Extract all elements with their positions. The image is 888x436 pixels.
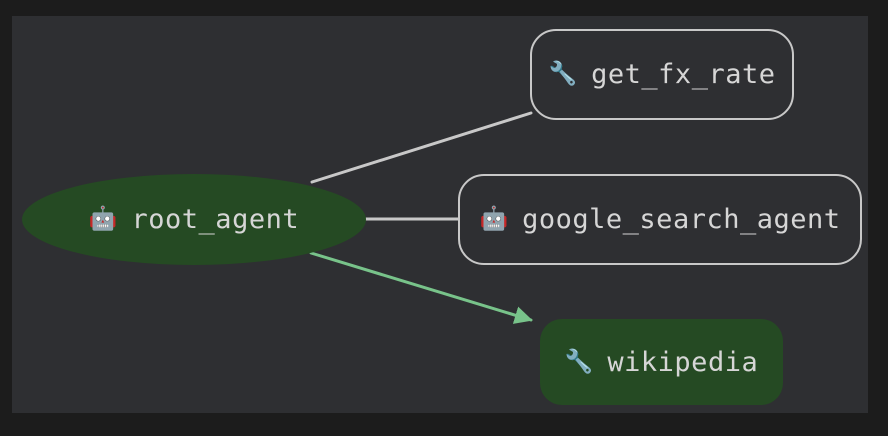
graph-node-wikipedia[interactable]: 🔧 wikipedia bbox=[540, 319, 783, 405]
robot-icon: 🤖 bbox=[479, 206, 509, 232]
graph-node-label: wikipedia bbox=[607, 346, 759, 378]
graph-node-get-fx-rate[interactable]: 🔧 get_fx_rate bbox=[530, 29, 794, 120]
graph-node-label: root_agent bbox=[131, 204, 300, 235]
wrench-icon: 🔧 bbox=[564, 348, 594, 375]
graph-node-google-search-agent[interactable]: 🤖 google_search_agent bbox=[458, 174, 862, 265]
graph-node-root-agent[interactable]: 🤖 root_agent bbox=[22, 174, 366, 265]
wrench-icon: 🔧 bbox=[548, 61, 578, 87]
graph-node-label: get_fx_rate bbox=[591, 59, 776, 90]
graph-node-label: google_search_agent bbox=[522, 204, 841, 235]
robot-icon: 🤖 bbox=[88, 206, 118, 232]
